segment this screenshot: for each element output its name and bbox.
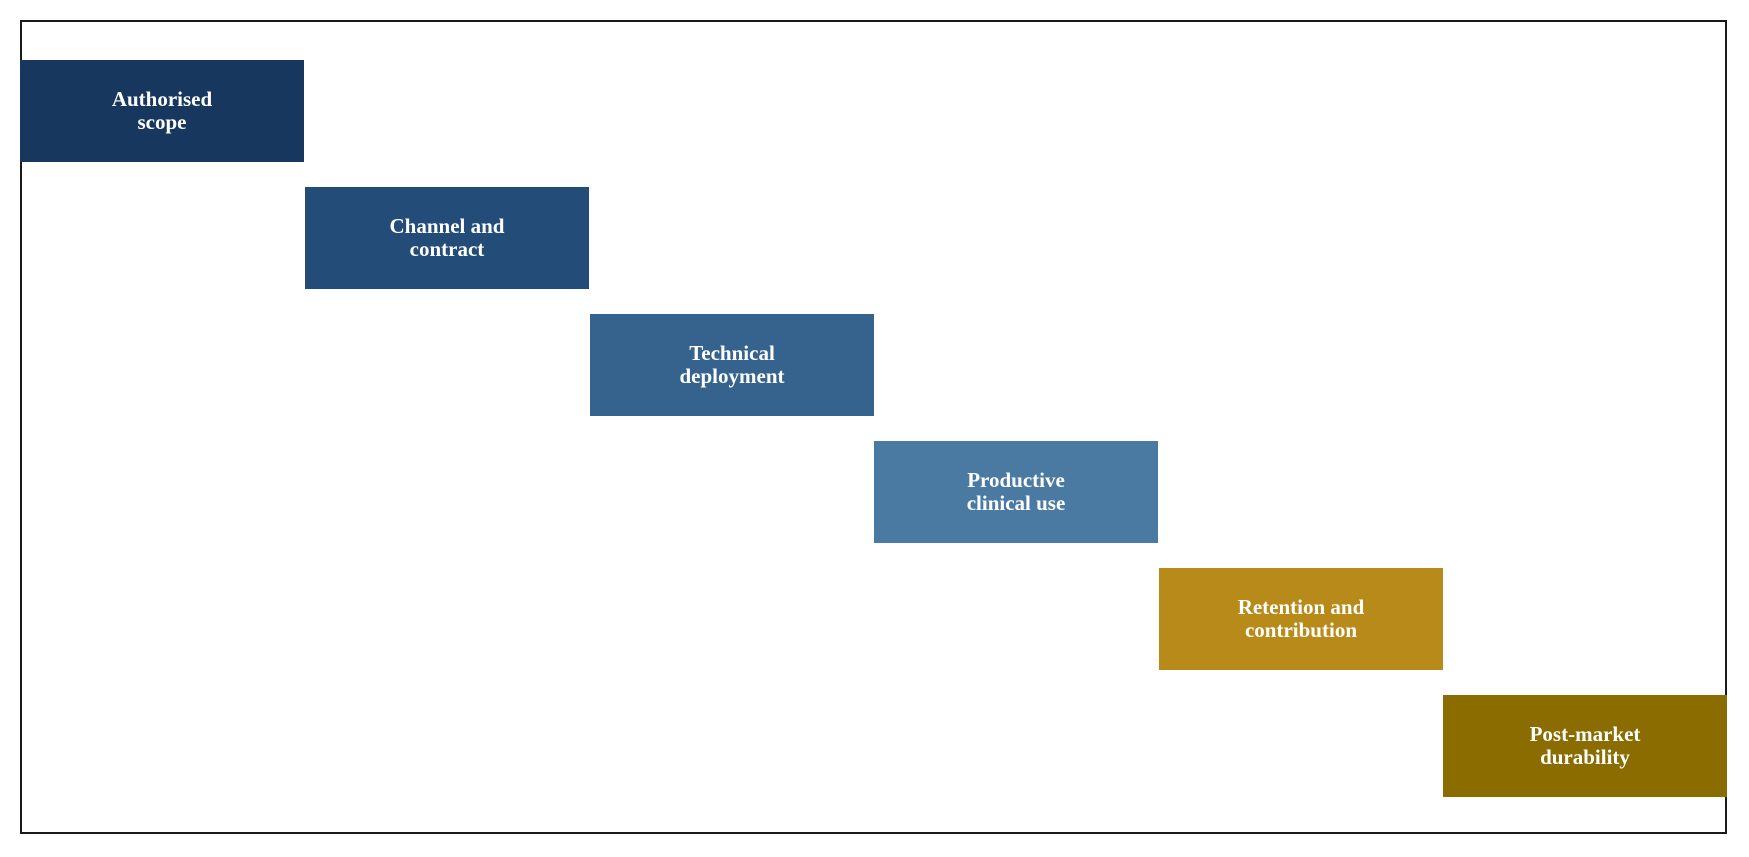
stage-channel-and-contract: Channel and contract [305, 187, 589, 289]
stage-technical-deployment: Technical deployment [590, 314, 874, 416]
stage-label: Productive clinical use [966, 468, 1066, 515]
stage-authorised-scope: Authorised scope [20, 60, 304, 162]
stage-retention-and-contribution: Retention and contribution [1159, 568, 1443, 670]
stage-label: Technical deployment [679, 341, 785, 388]
stage-label: Channel and contract [389, 214, 505, 261]
stage-post-market-durability: Post-market durability [1443, 695, 1727, 797]
stage-label: Retention and contribution [1237, 595, 1365, 642]
stage-productive-clinical-use: Productive clinical use [874, 441, 1158, 543]
stage-label: Authorised scope [111, 87, 213, 134]
stage-label: Post-market durability [1529, 722, 1641, 769]
diagram-frame [20, 20, 1727, 834]
